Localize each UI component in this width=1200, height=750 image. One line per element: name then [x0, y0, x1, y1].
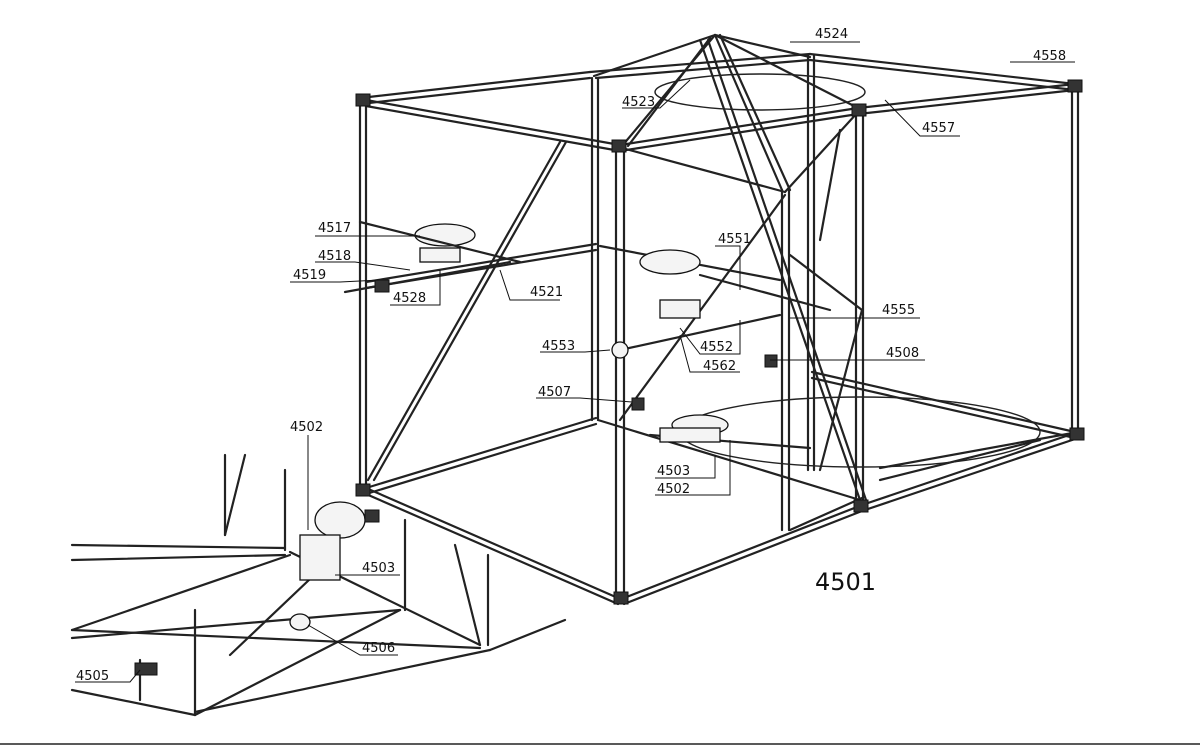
- label-4558: 4558: [1033, 49, 1066, 64]
- label-4503-main: 4503: [657, 464, 690, 479]
- assembly-number: 4501: [815, 568, 876, 596]
- label-4557: 4557: [922, 121, 955, 136]
- label-4502-left: 4502: [290, 420, 323, 435]
- label-4519: 4519: [293, 268, 326, 283]
- label-4503-left: 4503: [362, 561, 395, 576]
- label-4523: 4523: [622, 95, 655, 110]
- label-4505: 4505: [76, 669, 109, 684]
- label-4517: 4517: [318, 221, 351, 236]
- label-4518: 4518: [318, 249, 351, 264]
- label-4521: 4521: [530, 285, 563, 300]
- label-4553: 4553: [542, 339, 575, 354]
- gun-mount-left-upper: [343, 220, 522, 294]
- label-4551: 4551: [718, 232, 751, 247]
- label-4508: 4508: [886, 346, 919, 361]
- label-4562: 4562: [703, 359, 736, 374]
- label-4528: 4528: [393, 291, 426, 306]
- label-4506: 4506: [362, 641, 395, 656]
- label-4507: 4507: [538, 385, 571, 400]
- leaders: [75, 41, 1075, 683]
- main-frame: [355, 33, 1085, 606]
- gun-mount-center: [611, 249, 832, 359]
- label-4552: 4552: [700, 340, 733, 355]
- label-4502-main: 4502: [657, 482, 690, 497]
- lower-left-frame: [70, 453, 567, 717]
- part-labels: 4524 4558 4523 4557 4517 4518 4519 4528 …: [76, 27, 1066, 684]
- gun-mount-floor: [631, 354, 812, 450]
- label-4524: 4524: [815, 27, 848, 42]
- label-4555: 4555: [882, 303, 915, 318]
